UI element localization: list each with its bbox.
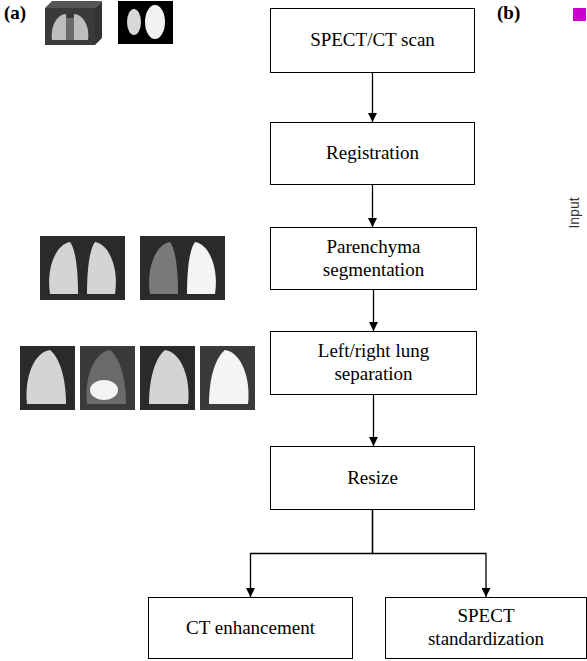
box-label: SPECT/CT scan [310,29,435,52]
flow-arrow [373,395,374,446]
flow-arrow [373,290,374,331]
flow-arrow [251,510,373,597]
process-box: SPECT/CT scan [270,8,475,73]
ct-right-lung-thumbnail [20,346,75,410]
box-label: Resize [347,467,398,490]
box-label: Left/right lung separation [289,340,458,386]
legend-square [573,8,586,21]
ct-left-lung-thumbnail [140,346,195,410]
box-label: SPECT standardization [404,605,568,651]
process-box: Registration [270,122,475,185]
output-box: SPECT standardization [385,597,587,659]
process-box: Left/right lung separation [270,331,477,395]
panel-label: (b) [497,2,520,24]
process-box: Parenchyma segmentation [270,227,477,290]
ct-volume-thumbnail [45,1,102,45]
spect-left-lung-thumbnail [200,346,255,410]
spect-right-lung-thumbnail [80,346,135,410]
box-label: Registration [326,142,419,165]
box-label: CT enhancement [186,617,315,640]
flow-arrow [372,73,373,122]
panel-label: (a) [4,2,26,24]
ct-parenchyma-thumbnail [40,236,125,300]
axis-label: Input [566,197,582,228]
box-label: Parenchyma segmentation [289,236,458,282]
flow-arrow [372,185,373,227]
spect-volume-thumbnail [118,1,173,44]
process-box: Resize [270,446,475,510]
output-box: CT enhancement [148,597,353,659]
spect-parenchyma-thumbnail [140,236,225,300]
flow-arrow [373,510,487,597]
